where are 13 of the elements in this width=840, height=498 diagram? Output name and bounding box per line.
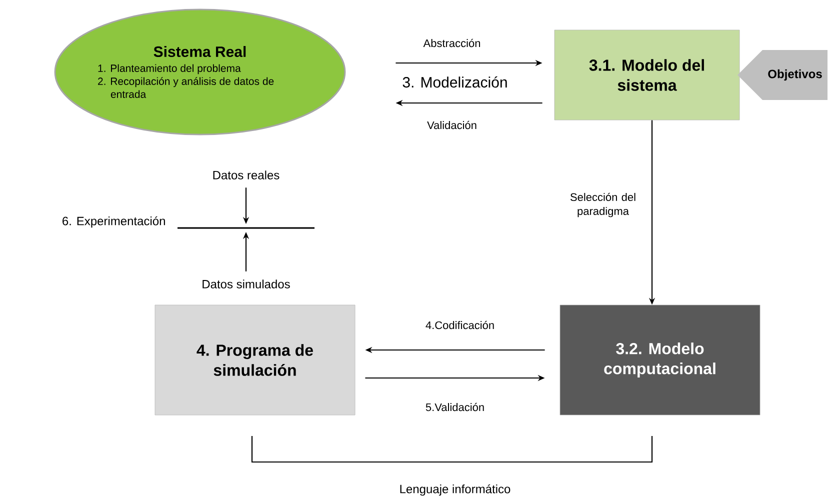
edge-label: 4.Codificación — [426, 320, 494, 330]
model-box: 3.2. Modelo computacional — [560, 304, 760, 416]
edge-label: Selección del paradigma — [570, 192, 636, 218]
program-box: 4. Programa de simulación — [154, 304, 356, 416]
step-label: 6. Experimentación — [62, 216, 165, 228]
edge-label: Abstracción — [423, 38, 480, 48]
data-label: Datos reales — [213, 170, 280, 180]
note-label: 3. Modelización — [402, 76, 507, 88]
edge-label: 5.Validación — [426, 402, 484, 412]
edge-label: Validación — [427, 120, 476, 130]
model-box: 3.1. Modelo del sistema — [554, 30, 740, 120]
note-label: Lenguaje informático — [400, 484, 510, 496]
data-label: Datos simulados — [202, 280, 290, 288]
